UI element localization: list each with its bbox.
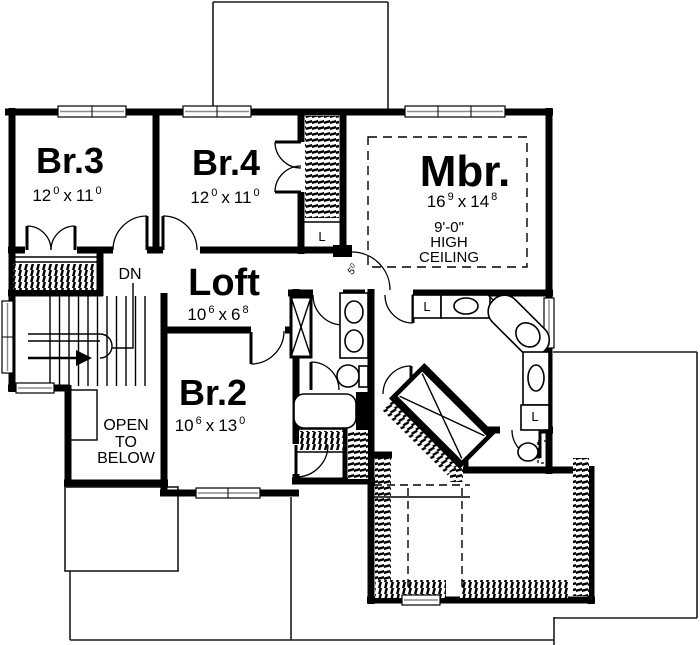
master-corner-tub	[487, 294, 552, 358]
fixtures	[289, 292, 552, 476]
door-br3-entry	[112, 215, 149, 251]
staircase	[28, 283, 146, 441]
window-wic-bottom	[401, 594, 441, 606]
open-to-below-line3: BELOW	[97, 450, 156, 467]
angled-shower	[382, 362, 496, 476]
open-to-below-line2: TO	[115, 434, 137, 451]
door-hall-bath	[312, 294, 345, 326]
wic-shelf-lines	[374, 484, 470, 588]
chase-box	[289, 295, 313, 359]
mbr-ceiling-line2: HIGH	[430, 234, 468, 251]
mbr-ceiling-dashed-outline	[367, 136, 528, 268]
master-vanity-top	[440, 294, 491, 319]
door-bath-inner	[309, 361, 340, 391]
linen-hall-label: L	[318, 229, 325, 244]
door-mbr-entry	[351, 251, 391, 291]
window-stair-bottom	[15, 382, 55, 394]
door-br3-closet	[25, 225, 77, 251]
master-linen-right	[520, 404, 550, 431]
hall-bath-toilet	[336, 364, 369, 388]
windows	[1, 105, 555, 606]
dn-leader-line	[112, 283, 134, 349]
linen-master-right-label: L	[531, 409, 538, 424]
br4-name: Br.4	[192, 142, 260, 183]
hall-bath-vanity	[339, 292, 369, 359]
window-br2-bottom	[195, 487, 261, 499]
stair-direction-arrow	[76, 350, 92, 366]
door-master-bath	[384, 294, 415, 324]
br2-name: Br.2	[179, 372, 247, 413]
mbr-ceiling-line3: CEILING	[419, 249, 479, 266]
open-to-below-line1: OPEN	[103, 417, 148, 434]
mbr-door-width-label: 50	[345, 262, 360, 277]
window-br4	[182, 105, 252, 118]
window-mbr	[404, 105, 506, 118]
door-br4-entry	[161, 215, 198, 251]
mbr-ceiling-line1: 9'-0"	[434, 219, 464, 236]
door-br2-closet	[294, 444, 329, 478]
door-br2-entry	[249, 330, 285, 365]
loft-name: Loft	[188, 262, 260, 304]
window-stair-left	[1, 300, 14, 374]
dn-label: DN	[118, 266, 141, 283]
hall-bath-tub	[293, 392, 371, 430]
mbr-name: Mbr.	[420, 147, 510, 196]
window-br3	[57, 105, 127, 118]
linen-master-top-label: L	[423, 299, 430, 314]
toilet-room-toilet	[517, 440, 549, 464]
door-br4-closet	[274, 140, 302, 194]
roof-outline	[64, 1, 698, 645]
stair-landing-below	[67, 389, 98, 441]
master-vanity-right	[522, 351, 550, 406]
br3-name: Br.3	[36, 140, 104, 181]
